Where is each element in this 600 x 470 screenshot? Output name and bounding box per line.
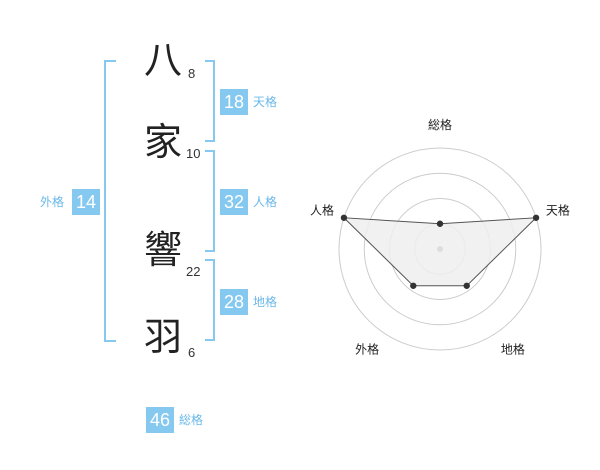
radar-point-2 xyxy=(532,214,540,221)
jinkaku-label: 人格 xyxy=(253,195,278,209)
radar-center-dot xyxy=(437,246,443,252)
soukaku-label: 総格 xyxy=(179,413,204,427)
radar-axis-label-1: 総格 xyxy=(428,117,452,132)
tenkaku-label: 天格 xyxy=(253,95,278,109)
radar-point-3 xyxy=(463,282,470,289)
stroke-count-3: 22 xyxy=(186,264,201,279)
radar-points xyxy=(340,214,540,289)
radar-axis-label-4: 外格 xyxy=(355,341,379,356)
radar-axis-label-5: 人格 xyxy=(310,203,334,218)
name-char-2: 家 xyxy=(144,120,183,164)
radar-point-1 xyxy=(436,220,444,227)
radar-axis-label-3: 地格 xyxy=(501,341,525,356)
radar-axis-label-2: 天格 xyxy=(546,203,570,218)
tenkaku-bracket xyxy=(205,60,215,142)
chikaku-label: 地格 xyxy=(253,295,278,309)
gaikaku-bracket xyxy=(104,60,116,342)
jinkaku-value-badge: 32 xyxy=(220,189,248,215)
stroke-count-2: 10 xyxy=(186,146,201,161)
name-char-1: 八 xyxy=(144,38,183,82)
stroke-count-4: 6 xyxy=(188,345,196,360)
tenkaku-value-badge: 18 xyxy=(220,89,248,115)
radar-ring xyxy=(363,172,517,326)
radar-point-5 xyxy=(340,214,348,221)
gaikaku-value-badge: 14 xyxy=(72,189,100,215)
name-char-3: 響 xyxy=(144,228,183,272)
name-char-4: 羽 xyxy=(144,315,183,359)
chikaku-bracket xyxy=(205,259,215,341)
soukaku-value-badge: 46 xyxy=(146,407,174,433)
gaikaku-label: 外格 xyxy=(40,195,65,209)
radar-point-4 xyxy=(410,282,417,289)
radar-ring xyxy=(338,147,542,351)
stroke-count-1: 8 xyxy=(188,66,196,81)
chikaku-value-badge: 28 xyxy=(220,289,248,315)
jinkaku-bracket xyxy=(205,150,215,252)
